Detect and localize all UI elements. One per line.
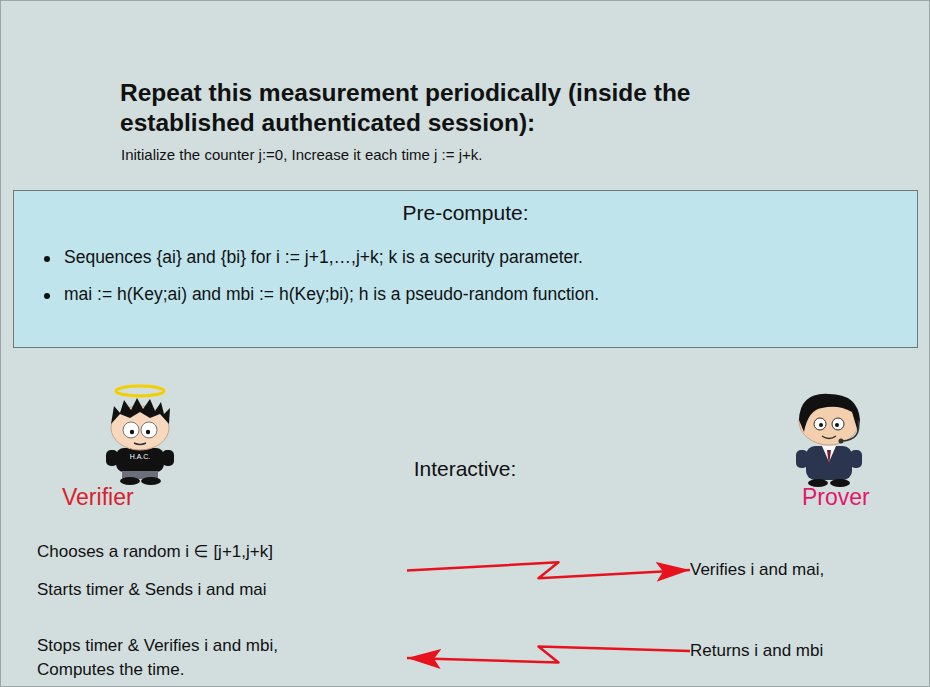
- bullet-text: mai := h(Key;ai) and mbi := h(Key;bi); h…: [30, 284, 901, 305]
- verifier-step: Stops timer & Verifies i and mbi, Compute…: [37, 636, 407, 680]
- subheading: Initialize the counter j:=0, Increase it…: [121, 146, 482, 163]
- verifier-figure: [106, 386, 174, 485]
- title: Repeat this measurement periodically (in…: [120, 78, 760, 138]
- step-text: Verifies i and mai,: [690, 560, 920, 580]
- signal-arrow: [407, 647, 690, 663]
- section-label: Interactive:: [414, 457, 517, 481]
- panel-heading: Pre-compute:: [30, 201, 901, 225]
- step-text: Stops timer & Verifies i and mbi,: [37, 636, 407, 656]
- bullet-text: Sequences {ai} and {bi} for i := j+1,…,j…: [30, 247, 901, 268]
- step-text: Chooses a random i ∈ [j+1,j+k]: [37, 541, 407, 562]
- precompute-panel: Pre-compute: Sequences {ai} and {bi} for …: [13, 190, 918, 348]
- bullet-dot: [44, 293, 50, 299]
- prover-step: Returns i and mbi: [690, 641, 920, 661]
- prover-step: Verifies i and mai,: [690, 560, 920, 580]
- shirt-text: H.A.C.: [130, 453, 151, 460]
- verifier-step: Chooses a random i ∈ [j+1,j+k] Starts tim…: [37, 541, 407, 600]
- prover-figure: [796, 394, 862, 487]
- bullet-dot: [44, 256, 50, 262]
- role-label: Prover: [802, 484, 870, 511]
- step-text: Returns i and mbi: [690, 641, 920, 661]
- signal-arrow: [407, 562, 690, 578]
- role-label: Verifier: [62, 484, 134, 511]
- step-text: Computes the time.: [37, 660, 407, 680]
- step-text: Starts timer & Sends i and mai: [37, 580, 407, 600]
